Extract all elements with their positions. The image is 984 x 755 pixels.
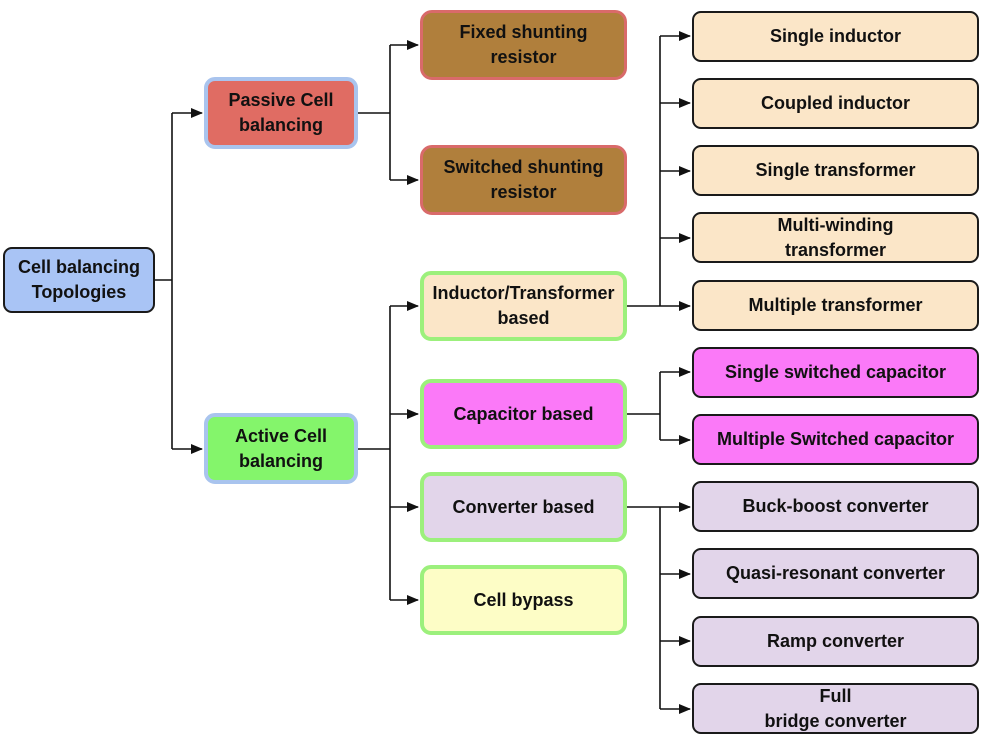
node-single-inductor: Single inductor [692,11,979,62]
node-multi-winding-transformer: Multi-winding transformer [692,212,979,263]
node-single-switched-capacitor: Single switched capacitor [692,347,979,398]
node-switched-shunting-resistor: Switched shunting resistor [420,145,627,215]
node-cell-balancing-topologies: Cell balancing Topologies [3,247,155,313]
node-multiple-transformer: Multiple transformer [692,280,979,331]
node-ramp-converter: Ramp converter [692,616,979,667]
node-converter-based: Converter based [420,472,627,542]
node-buck-boost-converter: Buck-boost converter [692,481,979,532]
node-quasi-resonant-converter: Quasi-resonant converter [692,548,979,599]
node-fixed-shunting-resistor: Fixed shunting resistor [420,10,627,80]
node-cell-bypass: Cell bypass [420,565,627,635]
node-single-transformer: Single transformer [692,145,979,196]
node-coupled-inductor: Coupled inductor [692,78,979,129]
node-capacitor-based: Capacitor based [420,379,627,449]
node-multiple-switched-capacitor: Multiple Switched capacitor [692,414,979,465]
node-inductor-transformer-based: Inductor/Transformer based [420,271,627,341]
node-passive-cell-balancing: Passive Cell balancing [204,77,358,149]
node-full-bridge-converter: Full bridge converter [692,683,979,734]
node-active-cell-balancing: Active Cell balancing [204,413,358,484]
